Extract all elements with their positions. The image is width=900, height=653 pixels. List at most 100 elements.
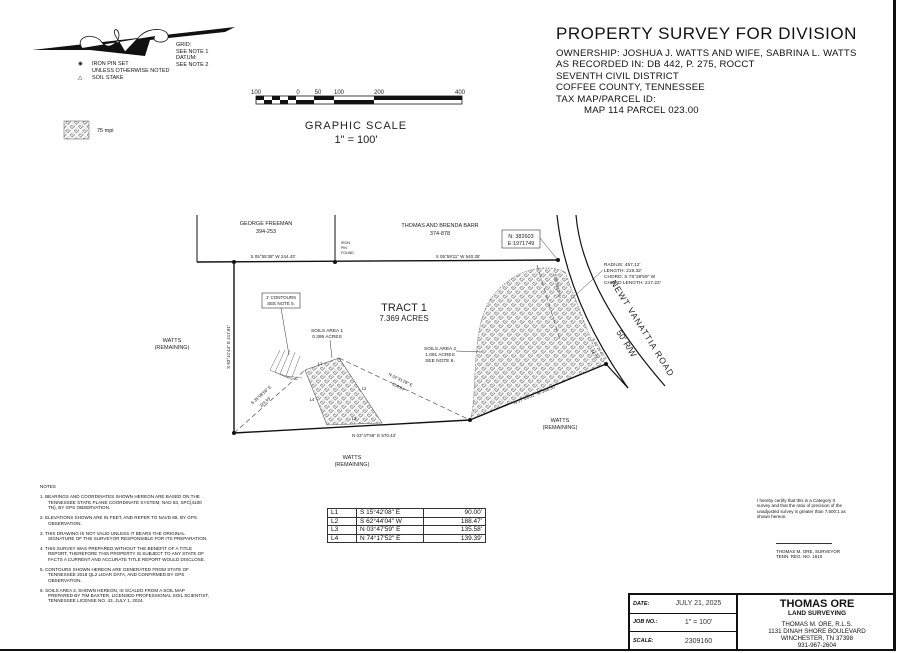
iron-pin-icon — [333, 260, 337, 264]
signature-line — [776, 543, 832, 544]
iron-pin-legend: IRON PIN SET UNLESS OTHERWISE NOTED — [92, 61, 170, 74]
adjoiner-watts-southeast-remaining: (REMAINING) — [543, 425, 578, 431]
bearing-top-right: S 05°59'11" W 540.35' — [436, 254, 481, 259]
note-item: 1. BEARINGS AND COORDINATES SHOWN HEREON… — [40, 494, 202, 511]
line-label-l1: L1 — [318, 361, 323, 366]
hatch-legend-label: 75 mpi — [97, 128, 114, 134]
bearing-diagonal-2-length: 354.84' — [391, 381, 406, 392]
line-distance: 188.47' — [423, 516, 486, 526]
date-value: JULY 21, 2025 — [675, 600, 722, 608]
curve-chord-length: CHORD LENGTH: 217.23' — [604, 280, 661, 286]
soils-area-2 — [469, 267, 607, 421]
grid-note: SEE NOTE 1 — [176, 48, 209, 55]
soils-area-1-label: SOILS AREA 1 — [311, 328, 343, 334]
datum-note: SEE NOTE 2 — [176, 61, 209, 68]
company-city: WINCHESTER, TN 37398 — [780, 635, 854, 642]
line-id: L1 — [327, 508, 357, 518]
adjoiner-watts-south-remaining: (REMAINING) — [335, 462, 370, 468]
bearing-top-left: S 05°55'38" W 244.43' — [251, 254, 296, 259]
county: COFFEE COUNTY, TENNESSEE — [556, 82, 705, 94]
line-bearing: S 62°44'04" W — [356, 516, 424, 526]
adjoiner-watts-west-remaining: (REMAINING) — [155, 345, 190, 351]
hatch-legend-swatch — [63, 120, 90, 140]
property-boundary — [196, 214, 666, 434]
iron-pin-icon — [232, 260, 236, 264]
coordinate-easting: E:1971749 — [508, 241, 535, 247]
surveyor-name: THOMAS M. ORE, SURVEYOR — [776, 549, 841, 554]
adjoiner-watts-south: WATTS — [343, 455, 362, 461]
iron-pin-icon: ◉ — [78, 61, 83, 67]
road-right-of-way: 50' R/W — [614, 328, 638, 359]
north-arrow-icon — [32, 27, 235, 56]
scale-tick: 200 — [374, 90, 385, 96]
bearing-right-vertical: S 05°59'11" W — [553, 274, 562, 299]
iron-pin-found-label: FOUND — [341, 251, 354, 255]
ownership: OWNERSHIP: JOSHUA J. WATTS AND WIFE, SAB… — [556, 48, 857, 59]
soils-area-2-label: SOILS AREA 2 — [424, 346, 456, 352]
soil-stake-lines — [233, 264, 561, 434]
surveyor-signature-block: THOMAS M. ORE, SURVEYOR TENN. REG. NO. 1… — [776, 549, 840, 560]
iron-pin-icon — [468, 418, 472, 422]
datum-label: DATUM: — [176, 55, 197, 61]
company-subtitle: LAND SURVEYING — [787, 610, 847, 617]
scale-tick: 400 — [455, 90, 466, 96]
coordinate-northing: N: 382603 — [508, 234, 533, 240]
surveyor-registration: TENN. REG. NO. 1610 — [776, 554, 823, 560]
curve-radius: RADIUS: 457.12' — [604, 262, 640, 268]
tract-label: TRACT 1 — [381, 302, 427, 314]
title-block: DATE:JULY 21, 2025 JOB NO.:1" = 100' SCA… — [628, 593, 896, 651]
line-id: L2 — [327, 516, 357, 526]
tax-map-value: MAP 114 PARCEL 023.00 — [584, 105, 699, 117]
curve-length: LENGTH: 219.32' — [604, 268, 642, 274]
line-bearing: N 74°17'52" E — [356, 533, 424, 543]
graphic-scale: 100 0 50 100 200 400 GRAPHIC SCALE 1" = … — [251, 90, 466, 146]
notes-section: NOTES 1. BEARINGS AND COORDINATES SHOWN … — [40, 484, 210, 608]
company-info: THOMAS ORE LAND SURVEYING THOMAS M. ORE,… — [738, 595, 896, 649]
scale-label: GRAPHIC SCALE — [305, 120, 407, 132]
scale-label: SCALE: — [633, 638, 654, 645]
grid-datum-note: GRID: SEE NOTE 1 DATUM: SEE NOTE 2 — [176, 42, 208, 68]
soil-stake-label: SOIL STAKE — [92, 75, 124, 81]
note-item: 6. SOILS AREA 2, SHOWN HEREON, IS SCALED… — [40, 587, 209, 604]
line-distance: 135.58' — [423, 525, 486, 535]
company-phone: 931-967-2604 — [797, 642, 837, 649]
certification-text: I hereby certify that this is a Category… — [757, 498, 846, 519]
adjoiner-barr: THOMAS AND BRENDA BARR — [401, 223, 478, 229]
iron-pin-icon — [604, 362, 608, 366]
curve-chord: CHORD: S 75°39'59" W — [604, 274, 656, 280]
ownership-info: OWNERSHIP: JOSHUA J. WATTS AND WIFE, SAB… — [556, 48, 857, 116]
scale-tick: 100 — [251, 90, 262, 96]
soils-area-2-note: SEE NOTE 6. — [425, 358, 455, 364]
line-bearing: S 15°42'08" E — [356, 508, 424, 518]
iron-pin-found-label: IRON — [341, 241, 350, 245]
soils-area-2-acres: 1.091 ACRES — [425, 352, 455, 358]
job-label: JOB NO.: — [633, 619, 658, 626]
contours-callout-note: SEE NOTE 5. — [267, 301, 295, 306]
adjoiner-george-freeman: GEORGE FREEMAN — [240, 221, 293, 227]
soils-area-1 — [304, 357, 383, 426]
scale-row: SCALE:2309160 — [630, 632, 736, 651]
contours-callout: 1' CONTOURS — [266, 295, 296, 300]
job-row: JOB NO.: 1" = 100' — [630, 614, 736, 633]
notes-heading: NOTES — [40, 484, 56, 489]
scale-ratio: 1" = 100' — [334, 134, 377, 146]
coordinate-box — [501, 229, 541, 249]
scale-tick: 50 — [315, 90, 322, 96]
line-label-l2: L2 — [362, 386, 367, 391]
company-surveyor: THOMAS M. ORE, R.L.S. — [781, 621, 853, 628]
line-id: L4 — [327, 533, 357, 543]
iron-pin-icon — [232, 431, 236, 435]
adjoiner-watts-west: WATTS — [163, 338, 182, 344]
survey-title: PROPERTY SURVEY FOR DIVISION — [556, 24, 857, 43]
line-id: L3 — [327, 525, 357, 535]
tax-map-label: TAX MAP/PARCEL ID: — [556, 93, 656, 105]
job-value: 1" = 100' — [684, 618, 713, 626]
recorded-in: AS RECORDED IN: DB 442, P. 275, ROCCT — [556, 59, 755, 71]
iron-pin-label: IRON PIN SET — [92, 61, 129, 67]
adjoiner-george-freeman-ref: 394-253 — [256, 229, 276, 235]
scale-tick: 100 — [334, 90, 345, 96]
